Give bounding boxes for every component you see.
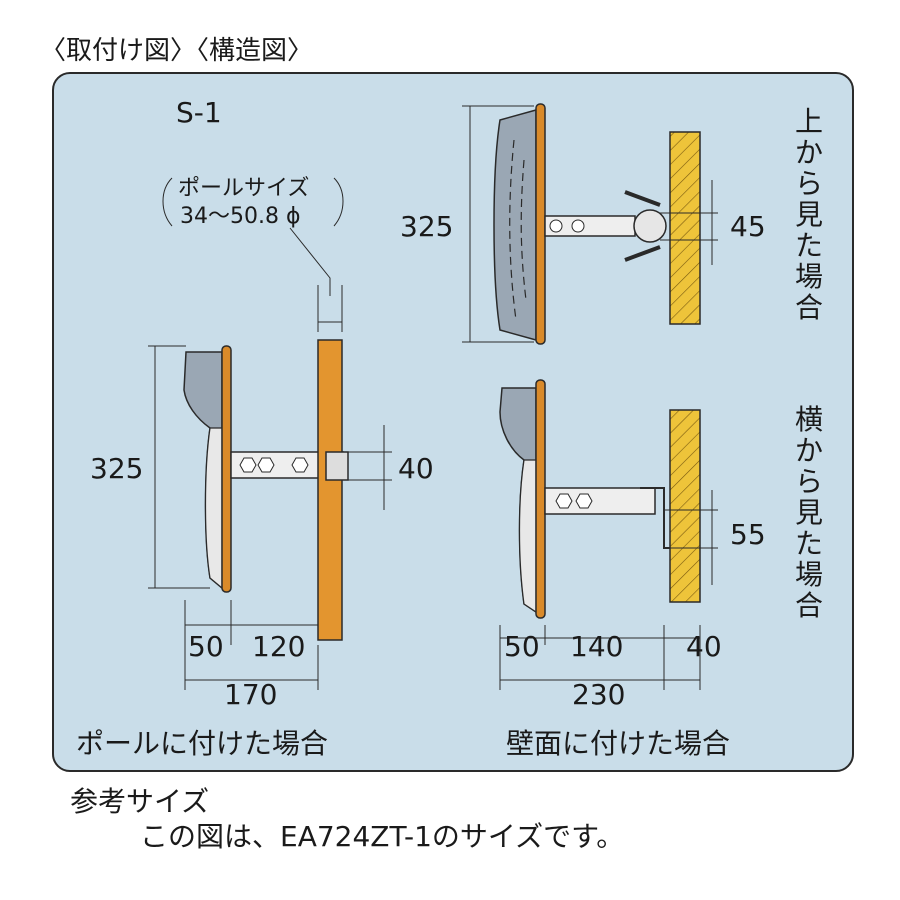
wall-dim-a: 50 <box>504 630 540 663</box>
bolt-hex <box>239 457 257 473</box>
page-title: 〈取付け図〉〈構造図〉 <box>40 36 314 66</box>
diagram-panel <box>52 72 854 772</box>
pole-size-label: ポールサイズ <box>178 176 310 201</box>
pole-caption: ポールに付けた場合 <box>76 727 329 760</box>
top-view-label: 上から見た場合 <box>794 105 823 324</box>
pole-bracket-dimension: 40 <box>398 452 434 485</box>
mirror-frame <box>221 345 232 593</box>
wall-height-dimension: 325 <box>400 210 454 243</box>
mirror-frame <box>535 379 546 619</box>
bolt-hex <box>291 457 309 473</box>
mirror-back-shell <box>493 109 537 341</box>
pole-dim-total: 170 <box>224 678 278 711</box>
pole-dim-a: 50 <box>188 630 224 663</box>
pole-height-dimension: 325 <box>90 452 144 485</box>
side-view-label: 横から見た場合 <box>794 403 823 622</box>
mirror-face <box>518 459 537 614</box>
wall-caption: 壁面に付けた場合 <box>506 727 731 760</box>
wall-top-view-diagram <box>462 103 718 345</box>
dimension-lines <box>499 490 718 690</box>
wall-side-view-diagram <box>499 379 718 690</box>
pole-dim-b: 120 <box>252 630 306 663</box>
reference-size-note: この図は、EA724ZT-1のサイズです。 <box>140 820 625 853</box>
wall-dim-b: 140 <box>570 630 624 663</box>
dimension-lines <box>462 105 718 343</box>
bolt-hex <box>257 457 275 473</box>
mirror-frame <box>535 103 546 345</box>
reference-size-heading: 参考サイズ <box>70 785 210 818</box>
wall-dim-total: 230 <box>572 678 626 711</box>
wall <box>669 409 701 603</box>
wall-dim-c: 40 <box>686 630 722 663</box>
wall <box>669 131 701 325</box>
pole <box>317 339 343 641</box>
model-label: S-1 <box>176 96 222 129</box>
wall-top-bracket-dimension: 45 <box>730 210 766 243</box>
pole-clamp <box>325 451 349 481</box>
mirror-face <box>204 427 223 590</box>
wall-side-bracket-dimension: 55 <box>730 518 766 551</box>
pole-mount-diagram <box>148 177 392 690</box>
dimension-lines <box>148 177 392 690</box>
pole-size-range: 34〜50.8 ϕ <box>180 204 301 229</box>
